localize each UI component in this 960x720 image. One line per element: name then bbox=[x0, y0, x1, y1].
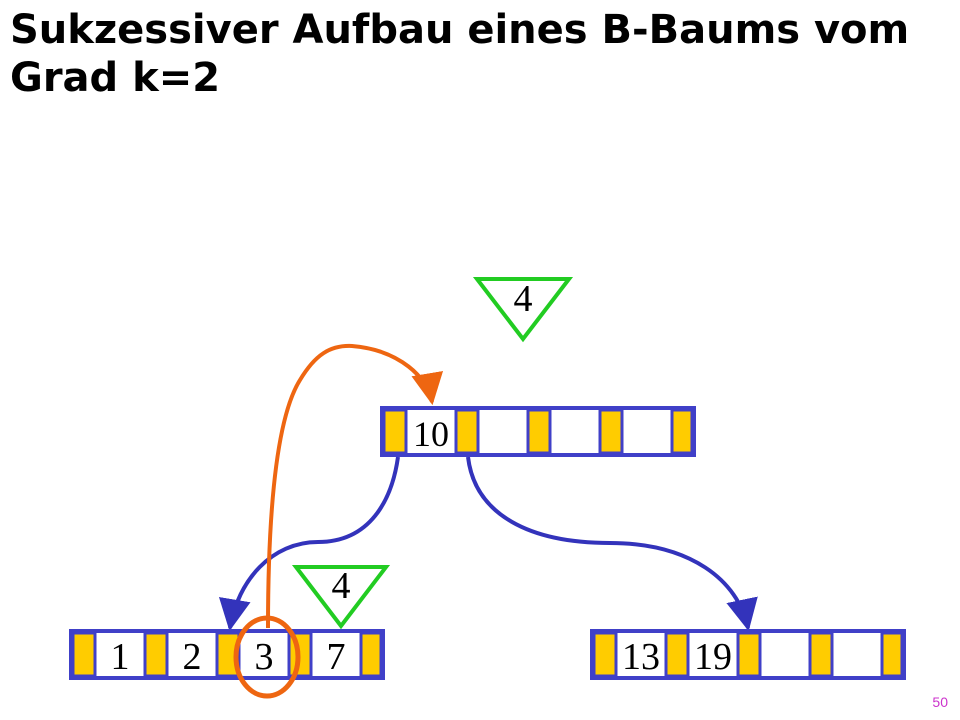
edge-root-to-left-leaf bbox=[218, 456, 400, 632]
pointer-cell bbox=[664, 631, 690, 678]
pointer-cell bbox=[143, 631, 169, 678]
slide-number: 50 bbox=[932, 694, 948, 710]
pointer-cell bbox=[71, 631, 97, 678]
leaf-key: 7 bbox=[327, 636, 346, 678]
leaf-key: 19 bbox=[694, 636, 732, 678]
pointer-cell bbox=[526, 408, 552, 455]
insert-key-label: 4 bbox=[514, 278, 533, 320]
pointer-cell bbox=[880, 631, 904, 678]
insert-key-label: 4 bbox=[332, 565, 351, 607]
insert-marker-root: 4 bbox=[472, 277, 574, 343]
pointer-cell bbox=[215, 631, 241, 678]
pointer-cell bbox=[736, 631, 762, 678]
pointer-cell bbox=[454, 408, 480, 455]
pointer-cell bbox=[359, 631, 383, 678]
pointer-cell bbox=[670, 408, 694, 455]
move-up-arrow bbox=[266, 343, 444, 629]
leaf-key: 1 bbox=[111, 636, 130, 678]
pointer-cell bbox=[592, 631, 618, 678]
leaf-key: 3 bbox=[255, 636, 274, 678]
edge-root-to-right-leaf bbox=[466, 456, 758, 632]
leaf-key: 13 bbox=[622, 636, 660, 678]
left-leaf-node: 1 2 3 7 bbox=[69, 629, 385, 680]
slide-title: Sukzessiver Aufbau eines B-Baums vom Gra… bbox=[10, 7, 910, 101]
insert-marker-leaf: 4 bbox=[291, 565, 391, 630]
pointer-cell bbox=[598, 408, 624, 455]
pointer-cell bbox=[382, 408, 408, 455]
root-node: 10 bbox=[380, 406, 696, 457]
root-key: 10 bbox=[413, 414, 449, 454]
pointer-cell bbox=[808, 631, 834, 678]
leaf-key: 2 bbox=[183, 636, 202, 678]
right-leaf-node: 13 19 bbox=[590, 629, 906, 680]
